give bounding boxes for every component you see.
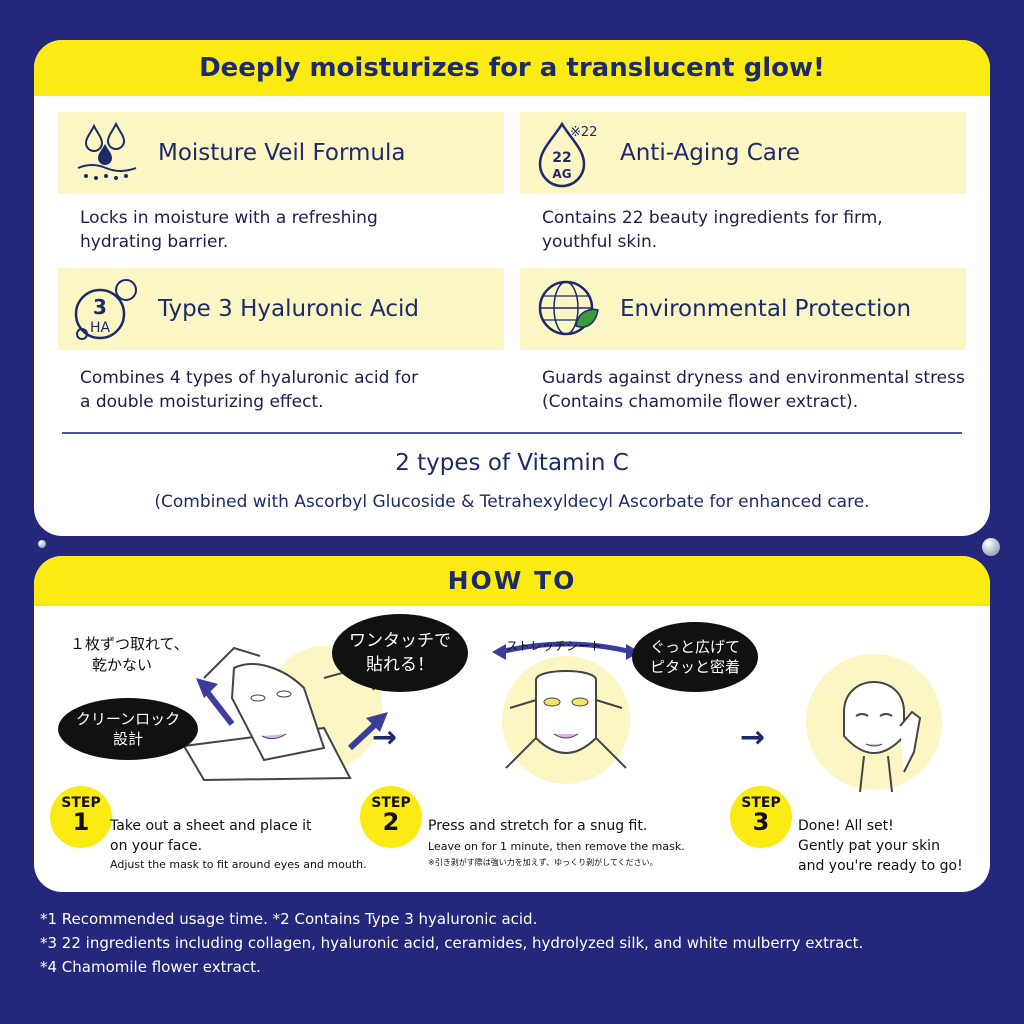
svg-text:22: 22 [552, 150, 571, 166]
feature-moisture-veil: Moisture Veil Formula [58, 112, 504, 194]
divider [62, 432, 962, 434]
svg-text:HA: HA [90, 320, 111, 336]
feature-anti-aging: 22 AG ※22 Anti-Aging Care [520, 112, 966, 194]
label-stretch: ストレッチシート [506, 639, 603, 653]
water-drops-icon [77, 121, 137, 180]
footnote: *3 22 ingredients including collagen, hy… [40, 934, 864, 952]
feature-desc: Combines 4 types of hyaluronic acid for … [80, 368, 419, 412]
feature-title: Moisture Veil Formula [158, 140, 406, 166]
feature-title: Type 3 Hyaluronic Acid [158, 296, 419, 322]
svg-text:3: 3 [93, 295, 107, 319]
svg-text:AG: AG [552, 167, 571, 181]
label-one-sheet: １枚ずつ取れて、 乾かない [70, 635, 189, 674]
step-2-text: Press and stretch for a snug fit. Leave … [428, 818, 685, 867]
step-3-text: Done! All set! Gently pat your skin and … [798, 818, 963, 874]
feature-desc: Locks in moisture with a refreshing hydr… [80, 208, 378, 252]
step3-illustration [806, 654, 942, 792]
vitamin-desc: (Combined with Ascorbyl Glucoside & Tetr… [154, 492, 870, 512]
feature-environmental: Environmental Protection [520, 268, 966, 350]
globe-leaf-icon [538, 280, 599, 336]
next-arrow-icon: → [740, 720, 766, 755]
howto-panel: HOW TO １枚ずつ取れて、 乾かない クリーンロック設計 ワンタッチで貼れる… [34, 556, 990, 892]
hyaluronic-3-icon: 3 HA [74, 279, 137, 340]
page-title: Deeply moisturizes for a translucent glo… [34, 40, 990, 96]
water-drop-decoration [982, 538, 1000, 556]
features-panel: Deeply moisturizes for a translucent glo… [34, 40, 990, 536]
vitamin-title: 2 types of Vitamin C [395, 450, 629, 476]
ag-22-icon: 22 AG ※22 [538, 121, 597, 188]
svg-text:※22: ※22 [570, 125, 597, 140]
feature-title: Anti-Aging Care [620, 140, 800, 166]
feature-desc: Contains 22 beauty ingredients for firm,… [542, 208, 883, 252]
feature-hyaluronic: 3 HA Type 3 Hyaluronic Acid [58, 268, 504, 350]
water-drop-decoration [38, 540, 46, 548]
footnote: *4 Chamomile flower extract. [40, 958, 261, 976]
feature-desc: Guards against dryness and environmental… [542, 368, 965, 412]
howto-title: HOW TO [34, 556, 990, 606]
speech-bubble: ワンタッチで貼れる！ [332, 614, 468, 692]
speech-bubble: ぐっと広げてピタッと密着 [632, 622, 758, 692]
footnote: *1 Recommended usage time. *2 Contains T… [40, 910, 538, 928]
step2-illustration [492, 641, 640, 784]
next-arrow-icon: → [372, 720, 398, 755]
speech-bubble: クリーンロック設計 [58, 698, 198, 760]
step-1-text: Take out a sheet and place it on your fa… [110, 818, 367, 871]
feature-title: Environmental Protection [620, 296, 912, 322]
